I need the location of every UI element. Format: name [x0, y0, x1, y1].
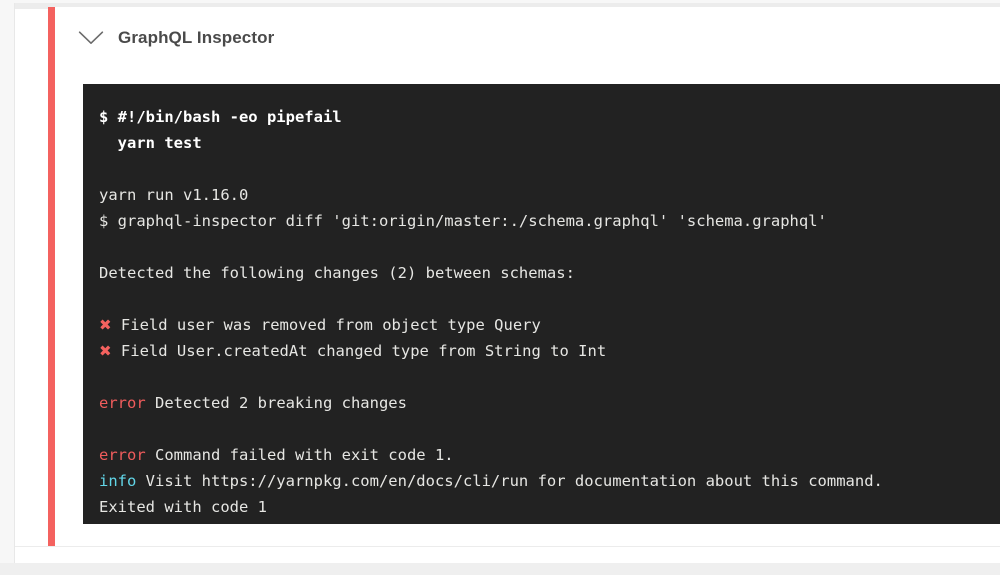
- log-section-header[interactable]: GraphQL Inspector: [55, 7, 1000, 69]
- cross-mark-icon: ✖: [99, 342, 112, 360]
- terminal-change-line: ✖ Field user was removed from object typ…: [99, 316, 541, 334]
- terminal-output-panel[interactable]: $ #!/bin/bash -eo pipefail yarn test yarn…: [83, 84, 1000, 524]
- cross-mark-icon: ✖: [99, 316, 112, 334]
- terminal-change-line: ✖ Field User.createdAt changed type from…: [99, 342, 607, 360]
- build-log-card: GraphQL Inspector $ #!/bin/bash -eo pipe…: [14, 3, 1000, 563]
- page-title: GraphQL Inspector: [118, 28, 275, 47]
- page-bottom-strip: [0, 563, 1000, 575]
- terminal-plain-line: $ graphql-inspector diff 'git:origin/mas…: [99, 212, 827, 230]
- terminal-plain-line: Exited with code 1: [99, 498, 267, 516]
- card-top-strip: [15, 3, 1000, 9]
- terminal-command-line: $ #!/bin/bash -eo pipefail: [99, 108, 342, 126]
- terminal-blank-line: [99, 416, 1000, 442]
- terminal-blank-line: [99, 286, 1000, 312]
- terminal-blank-line: [99, 364, 1000, 390]
- chevron-down-icon[interactable]: [72, 30, 110, 46]
- terminal-blank-line: [99, 234, 1000, 260]
- terminal-blank-line: [99, 156, 1000, 182]
- page-left-gutter: [0, 0, 14, 575]
- terminal-log-text: $ #!/bin/bash -eo pipefail yarn test yarn…: [99, 104, 1000, 520]
- terminal-plain-line: yarn run v1.16.0: [99, 186, 249, 204]
- card-footer: [15, 547, 1000, 563]
- terminal-info-line: info Visit https://yarnpkg.com/en/docs/c…: [99, 472, 883, 490]
- status-bar-failed: [48, 7, 55, 546]
- terminal-error-line: error Detected 2 breaking changes: [99, 394, 407, 412]
- terminal-plain-line: Detected the following changes (2) betwe…: [99, 264, 575, 282]
- log-panel: GraphQL Inspector $ #!/bin/bash -eo pipe…: [55, 7, 1000, 546]
- terminal-command-line: yarn test: [99, 134, 202, 152]
- terminal-error-line: error Command failed with exit code 1.: [99, 446, 454, 464]
- card-divider: [15, 546, 1000, 547]
